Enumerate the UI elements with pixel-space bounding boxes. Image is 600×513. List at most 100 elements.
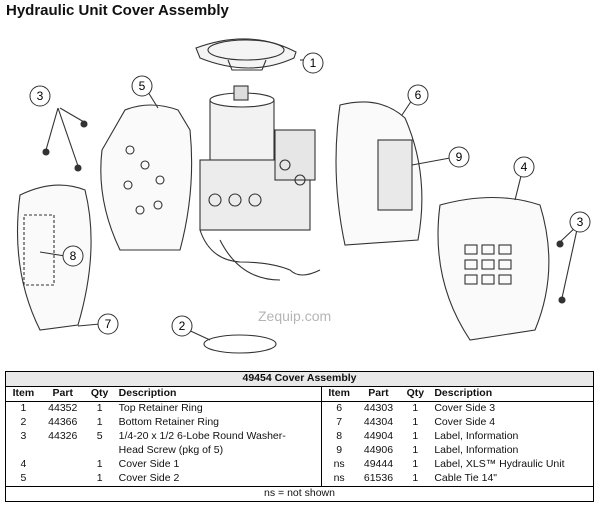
cell-item: 7 [320, 416, 357, 430]
header-qty: Qty [84, 386, 115, 402]
callout-1: 1 [302, 52, 324, 74]
cover-side-1 [437, 197, 550, 341]
svg-text:8: 8 [70, 249, 77, 263]
cell-item: 3 [4, 430, 41, 444]
callout-9: 9 [448, 146, 470, 168]
cover-side-3 [335, 101, 423, 246]
svg-text:4: 4 [521, 160, 528, 174]
cell-part [41, 458, 85, 472]
callout-8: 8 [62, 245, 84, 267]
cell-qty: 1 [96, 458, 103, 470]
cell-qty: 1 [412, 472, 419, 484]
cell-item: ns [320, 458, 357, 472]
cell-item: ns [320, 472, 357, 487]
svg-text:3: 3 [37, 89, 44, 103]
svg-text:9: 9 [456, 150, 463, 164]
cell-qty: 1 [412, 416, 419, 428]
table-footnote: ns = not shown [5, 486, 594, 502]
cell-part: 61536 [363, 472, 394, 484]
svg-text:6: 6 [415, 88, 422, 102]
hydraulic-unit [199, 85, 321, 281]
header-part: Part [356, 386, 401, 402]
cell-part: 44326 [48, 430, 78, 442]
table-row: 3 44326 5 1/4-20 x 1/2 6-Lobe Round Wash… [4, 430, 595, 444]
cell-qty [85, 444, 115, 458]
cell-description: Cover Side 2 [118, 472, 180, 484]
cell-part: 44304 [363, 416, 394, 428]
callout-4: 4 [513, 156, 535, 178]
svg-text:2: 2 [179, 319, 186, 333]
cover-side-2 [100, 104, 193, 251]
svg-text:1: 1 [310, 56, 317, 70]
cell-item: 5 [4, 472, 41, 487]
cell-description-continued: Head Screw (pkg of 5) [118, 444, 224, 456]
callout-7: 7 [97, 313, 119, 335]
exploded-view-diagram: 1 2 3 3 4 5 6 7 8 9 [16, 38, 591, 354]
table-row: 1 44352 1 Top Retainer Ring 6 44303 1 Co… [4, 401, 595, 416]
cell-description: Cover Side 4 [430, 416, 595, 430]
callout-3-right: 3 [569, 211, 591, 233]
header-description: Description [114, 386, 322, 402]
header-part: Part [40, 386, 85, 402]
cell-qty: 1 [96, 402, 103, 414]
svg-text:5: 5 [139, 79, 146, 93]
cell-part: 44303 [363, 402, 394, 414]
parts-table: 49454 Cover Assembly Item Part Qty Descr… [4, 371, 595, 502]
cell-description: Bottom Retainer Ring [118, 416, 220, 428]
callout-leaders [39, 59, 523, 327]
cell-item: 4 [4, 458, 41, 472]
screws-left [42, 107, 88, 172]
svg-text:7: 7 [105, 317, 112, 331]
watermark: Zequip.com [258, 308, 332, 324]
cell-qty: 1 [412, 430, 419, 442]
header-description: Description [430, 386, 595, 402]
cell-item: 9 [320, 444, 357, 458]
header-item: Item [4, 386, 41, 402]
cell-item: 2 [4, 416, 41, 430]
callout-5: 5 [131, 75, 153, 97]
cell-qty: 1 [412, 402, 419, 414]
table-header-row: Item Part Qty Description Item Part Qty … [4, 386, 595, 402]
screws-right [556, 224, 579, 304]
cell-description: Label, Information [430, 430, 595, 444]
cell-item: 8 [320, 430, 357, 444]
cell-part: 44352 [48, 402, 78, 414]
table-title: 49454 Cover Assembly [5, 371, 594, 387]
table-row: Head Screw (pkg of 5) 9 44906 1 Label, I… [4, 444, 595, 458]
header-item: Item [320, 386, 357, 402]
callout-2: 2 [171, 315, 193, 337]
cell-part: 49444 [363, 458, 394, 470]
cell-part: 44366 [48, 416, 78, 428]
cell-part [41, 472, 85, 487]
cell-part: 44906 [363, 444, 394, 456]
callout-3-left: 3 [29, 85, 51, 107]
cell-qty: 5 [96, 430, 103, 442]
cell-description: Cover Side 1 [118, 458, 180, 470]
svg-text:3: 3 [577, 215, 584, 229]
cell-item: 6 [320, 401, 357, 416]
cell-item: 1 [4, 401, 41, 416]
cover-side-4 [16, 184, 92, 331]
table-row: 2 44366 1 Bottom Retainer Ring 7 44304 1… [4, 416, 595, 430]
diagram-title: Hydraulic Unit Cover Assembly [6, 2, 229, 19]
table-title-row: 49454 Cover Assembly [5, 371, 594, 387]
cell-description: Label, XLS™ Hydraulic Unit [430, 458, 595, 472]
table-row: 4 1 Cover Side 1 ns 49444 1 Label, XLS™ … [4, 458, 595, 472]
cell-description: 1/4-20 x 1/2 6-Lobe Round Washer- [118, 430, 286, 442]
bottom-retainer-ring [183, 327, 277, 354]
callout-6: 6 [407, 84, 429, 106]
cell-item [4, 444, 41, 458]
top-retainer-ring [195, 38, 297, 71]
cell-qty: 1 [96, 472, 103, 484]
table-row: 5 1 Cover Side 2 ns 61536 1 Cable Tie 14… [4, 472, 595, 487]
cell-description: Top Retainer Ring [118, 402, 203, 414]
cell-qty: 1 [412, 458, 419, 470]
cell-part: 44904 [363, 430, 394, 442]
header-qty: Qty [400, 386, 431, 402]
cell-qty: 1 [412, 444, 419, 456]
cell-description: Cable Tie 14" [430, 472, 595, 487]
cell-description: Label, Information [430, 444, 595, 458]
cell-qty: 1 [96, 416, 103, 428]
cell-part [41, 444, 85, 458]
cell-description: Cover Side 3 [430, 401, 595, 416]
